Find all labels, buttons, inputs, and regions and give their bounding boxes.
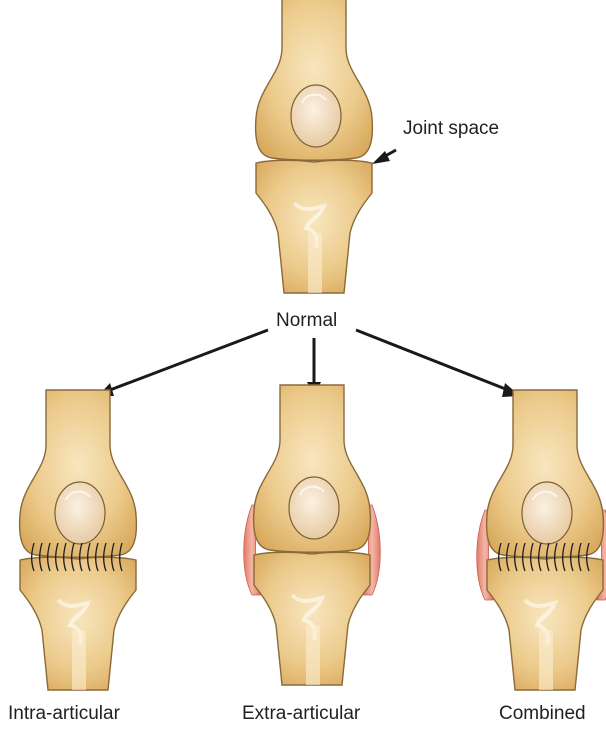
joint-space-label: Joint space <box>403 118 499 140</box>
joint-space-arrowhead-icon <box>372 151 390 164</box>
normal-label: Normal <box>276 310 337 332</box>
combined-label: Combined <box>499 703 586 725</box>
intra-articular-label: Intra-articular <box>8 703 120 725</box>
normal-knee-illustration <box>256 0 373 293</box>
arrow-to-combined-icon <box>356 330 508 390</box>
combined-knee-illustration <box>477 390 606 690</box>
extra-articular-label: Extra-articular <box>242 703 360 725</box>
extra-articular-knee-illustration <box>244 385 381 685</box>
arrow-to-intra-icon <box>110 330 268 390</box>
intra-articular-knee-illustration <box>20 390 137 690</box>
